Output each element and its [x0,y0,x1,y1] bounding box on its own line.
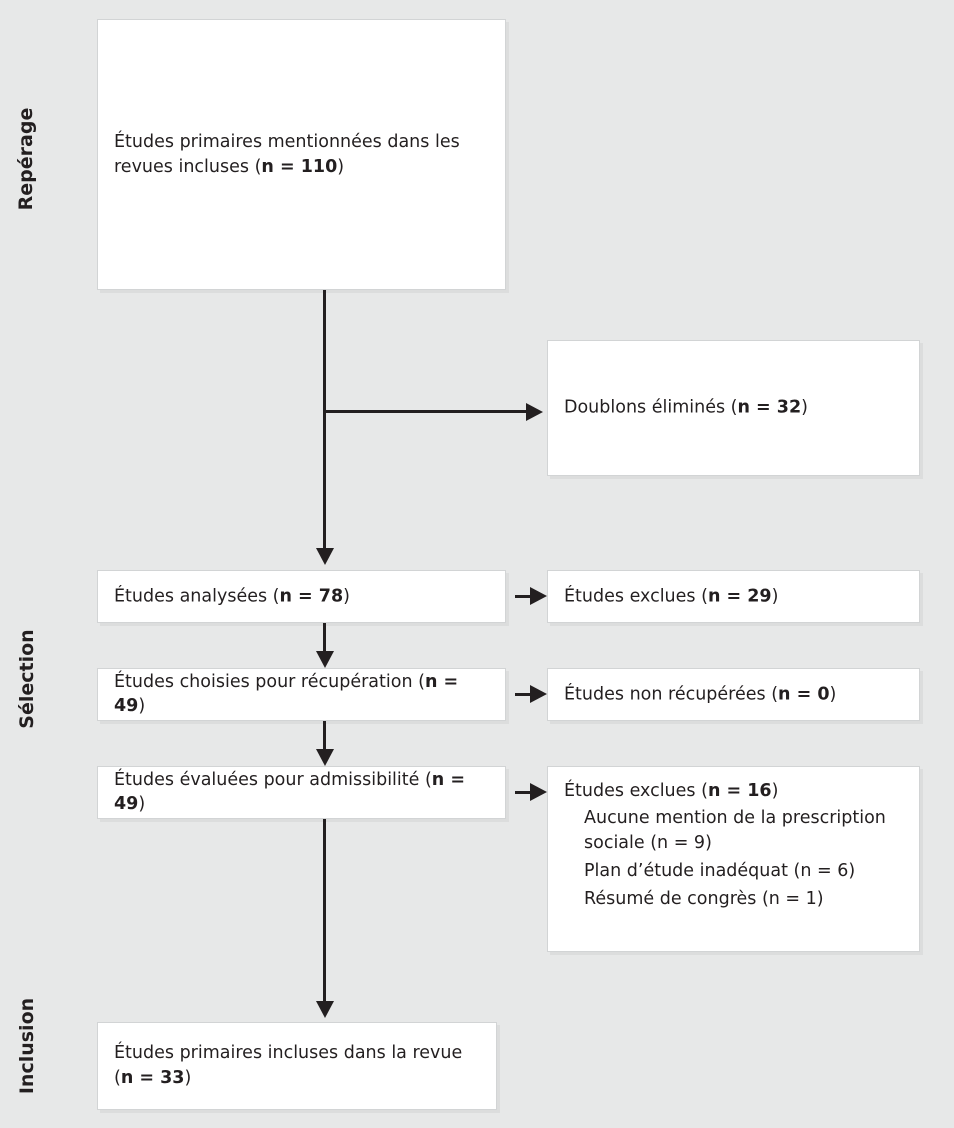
connector-assessed-to-excluded [515,791,532,794]
records-identified-line2-post: ) [337,156,345,177]
duplicates-removed-count: n = 32 [737,397,802,418]
reports-sought-pre: Études choisies pour récupération ( [114,671,425,692]
duplicates-removed-pre: Doublons éliminés ( [564,397,738,418]
records-excluded-count: n = 29 [707,586,772,607]
connector-to-duplicates [323,410,526,413]
arrowhead-to-duplicates [526,403,543,421]
box-records-screened-text: Études analysées (n = 78) [114,584,495,609]
connector-screened-to-sought [323,623,326,651]
records-screened-pre: Études analysées ( [114,586,280,607]
box-reports-excluded-reason-list: Aucune mention de la prescription social… [584,806,911,914]
box-reports-assessed: Études évaluées pour admissibilité (n = … [97,766,506,819]
arrowhead-sought-to-not-retrieved [530,685,547,703]
records-identified-line2-pre: revues incluses ( [114,156,262,177]
box-reports-excluded-heading: Études exclues (n = 16) [564,779,911,804]
box-records-identified-text: Études primaires mentionnées dans les re… [114,130,495,180]
arrowhead-sought-to-assessed [316,749,334,766]
reports-sought-count: n = 49 [114,671,459,717]
box-duplicates-removed: Doublons éliminés (n = 32) [547,340,920,476]
box-studies-included-text: Études primaires incluses dans la revue … [114,1041,486,1091]
reports-sought-post: ) [138,696,146,717]
box-studies-included: Études primaires incluses dans la revue … [97,1022,497,1110]
box-records-screened: Études analysées (n = 78) [97,570,506,623]
box-records-identified: Études primaires mentionnées dans les re… [97,19,506,290]
duplicates-removed-post: ) [801,397,808,418]
records-screened-count: n = 78 [279,586,344,607]
stage-label-included: Inclusion [16,997,38,1095]
stage-label-identification: Repérage [15,107,37,211]
stage-label-screening: Sélection [16,629,38,729]
arrowhead-assessed-to-included [316,1001,334,1018]
box-duplicates-removed-text: Doublons éliminés (n = 32) [564,396,909,421]
studies-included-line2-post: ) [184,1068,192,1088]
connector-assessed-to-included [323,819,326,1001]
arrowhead-assessed-to-excluded [530,783,547,801]
records-identified-line1: Études primaires mentionnées dans les [114,132,460,152]
reports-assessed-post: ) [138,794,146,815]
records-screened-post: ) [343,586,350,607]
box-records-excluded: Études exclues (n = 29) [547,570,920,623]
reports-assessed-count: n = 49 [114,769,466,815]
reports-not-retrieved-post: ) [829,684,837,705]
exclusion-reason-item: Plan d’étude inadéquat (n = 6) [584,860,856,881]
arrowhead-screened-to-sought [316,651,334,668]
box-records-excluded-text: Études exclues (n = 29) [564,584,909,609]
box-reports-not-retrieved: Études non récupérées (n = 0) [547,668,920,721]
exclusion-reason-item: Résumé de congrès (n = 1) [584,888,824,909]
reports-excluded-pre: Études exclues ( [564,781,708,801]
reports-not-retrieved-pre: Études non récupérées ( [564,684,779,705]
arrowhead-identified-to-screened [316,548,334,565]
connector-sought-to-not-retrieved [515,693,532,696]
connector-sought-to-assessed [323,721,326,749]
box-reports-excluded: Études exclues (n = 16) Aucune mention d… [547,766,920,952]
records-excluded-post: ) [771,586,779,607]
connector-identified-to-screened [323,290,326,548]
reports-not-retrieved-count: n = 0 [778,684,830,705]
studies-included-line2-pre: ( [114,1068,121,1088]
reports-excluded-count: n = 16 [707,781,772,801]
box-reports-sought-text: Études choisies pour récupération (n = 4… [114,670,495,720]
studies-included-count: n = 33 [120,1068,185,1088]
box-reports-assessed-text: Études évaluées pour admissibilité (n = … [114,768,495,818]
box-reports-not-retrieved-text: Études non récupérées (n = 0) [564,682,909,707]
reports-excluded-post: ) [771,781,779,801]
records-identified-count: n = 110 [261,156,338,177]
exclusion-reason-item: Aucune mention de la prescription social… [584,808,886,853]
box-reports-sought: Études choisies pour récupération (n = 4… [97,668,506,721]
connector-screened-to-excluded [515,595,532,598]
arrowhead-screened-to-excluded [530,587,547,605]
records-excluded-pre: Études exclues ( [564,586,708,607]
studies-included-line1: Études primaires incluses dans la revue [114,1043,463,1064]
reports-assessed-pre: Études évaluées pour admissibilité ( [114,769,432,790]
